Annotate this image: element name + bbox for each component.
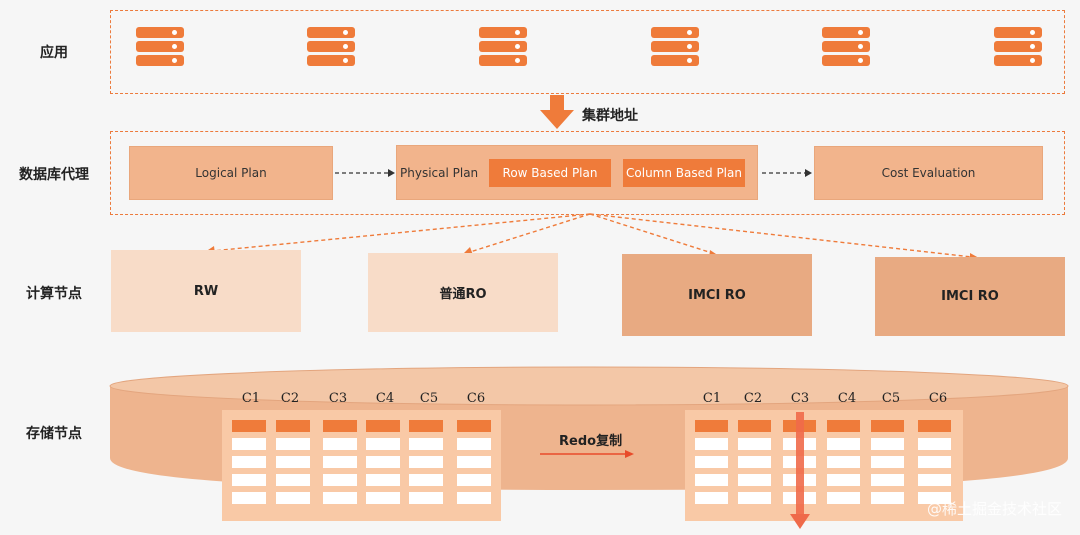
table-cell xyxy=(232,492,266,504)
physical-plan-label: Physical Plan xyxy=(400,166,479,180)
table-cell xyxy=(276,456,310,468)
table-cell xyxy=(695,492,728,504)
table-header-cell xyxy=(918,420,951,432)
column-header: C6 xyxy=(466,391,486,406)
table-cell xyxy=(457,474,491,486)
table-cell xyxy=(827,492,860,504)
table-cell xyxy=(409,456,443,468)
dashed-arrow-icon xyxy=(762,169,812,177)
compute-node-ro: 普通RO xyxy=(368,253,558,332)
column-based-plan-box: Column Based Plan xyxy=(623,159,745,187)
left-column-table xyxy=(222,410,501,521)
table-cell xyxy=(827,438,860,450)
table-cell xyxy=(871,438,904,450)
redo-label: Redo复制 xyxy=(559,434,623,449)
compute-node-imci-ro: IMCI RO xyxy=(875,257,1065,336)
table-cell xyxy=(323,474,357,486)
redo-arrow-icon xyxy=(540,450,634,458)
table-cell xyxy=(323,456,357,468)
row-label-compute: 计算节点 xyxy=(26,286,82,302)
watermark: @稀土掘金技术社区 xyxy=(926,500,1062,518)
column-scan-arrow-icon xyxy=(790,412,810,529)
row-label-storage: 存储节点 xyxy=(26,426,82,442)
table-header-cell xyxy=(276,420,310,432)
row-label-proxy: 数据库代理 xyxy=(19,167,89,183)
column-header: C6 xyxy=(928,391,948,406)
table-cell xyxy=(695,456,728,468)
table-header-cell xyxy=(457,420,491,432)
table-cell xyxy=(738,492,771,504)
table-cell xyxy=(323,438,357,450)
table-cell xyxy=(738,456,771,468)
table-cell xyxy=(871,474,904,486)
column-header: C2 xyxy=(743,391,763,406)
table-cell xyxy=(457,492,491,504)
table-cell xyxy=(366,438,400,450)
table-cell xyxy=(232,474,266,486)
table-header-cell xyxy=(409,420,443,432)
column-header: C5 xyxy=(419,391,439,406)
table-cell xyxy=(695,438,728,450)
compute-node-imci-ro: IMCI RO xyxy=(622,254,812,336)
app-layer-box xyxy=(110,10,1065,94)
table-cell xyxy=(871,456,904,468)
table-cell xyxy=(695,474,728,486)
column-header: C1 xyxy=(241,391,261,406)
column-header: C4 xyxy=(375,391,395,406)
table-cell xyxy=(871,492,904,504)
table-cell xyxy=(323,492,357,504)
server-icon xyxy=(307,27,355,69)
table-header-cell xyxy=(323,420,357,432)
table-cell xyxy=(366,456,400,468)
table-cell xyxy=(918,492,951,504)
dashed-arrow-icon xyxy=(335,169,395,177)
cost-evaluation-box: Cost Evaluation xyxy=(814,146,1043,200)
table-cell xyxy=(738,474,771,486)
table-header-cell xyxy=(695,420,728,432)
server-icon xyxy=(136,27,184,69)
column-header: C5 xyxy=(881,391,901,406)
table-cell xyxy=(827,456,860,468)
table-header-cell xyxy=(827,420,860,432)
column-header: C2 xyxy=(280,391,300,406)
table-cell xyxy=(276,492,310,504)
table-cell xyxy=(232,438,266,450)
logical-plan-box: Logical Plan xyxy=(129,146,333,200)
table-header-cell xyxy=(366,420,400,432)
table-cell xyxy=(409,492,443,504)
row-label-app: 应用 xyxy=(40,45,68,61)
table-cell xyxy=(918,474,951,486)
table-cell xyxy=(457,456,491,468)
server-icon xyxy=(651,27,699,69)
table-header-cell xyxy=(738,420,771,432)
table-cell xyxy=(232,456,266,468)
table-header-cell xyxy=(871,420,904,432)
server-icon xyxy=(822,27,870,69)
table-cell xyxy=(366,474,400,486)
column-header: C1 xyxy=(702,391,722,406)
table-cell xyxy=(409,438,443,450)
table-cell xyxy=(738,438,771,450)
table-cell xyxy=(918,438,951,450)
column-header: C3 xyxy=(328,391,348,406)
down-arrow-icon xyxy=(540,95,574,129)
table-cell xyxy=(366,492,400,504)
table-cell xyxy=(409,474,443,486)
table-cell xyxy=(457,438,491,450)
compute-node-rw: RW xyxy=(111,250,301,332)
server-icon xyxy=(479,27,527,69)
table-cell xyxy=(276,474,310,486)
right-column-table xyxy=(685,410,963,521)
cluster-address-label: 集群地址 xyxy=(582,108,638,124)
row-based-plan-box: Row Based Plan xyxy=(489,159,611,187)
column-header: C4 xyxy=(837,391,857,406)
table-cell xyxy=(276,438,310,450)
table-cell xyxy=(827,474,860,486)
table-header-cell xyxy=(232,420,266,432)
table-cell xyxy=(918,456,951,468)
column-header: C3 xyxy=(790,391,810,406)
server-icon xyxy=(994,27,1042,69)
